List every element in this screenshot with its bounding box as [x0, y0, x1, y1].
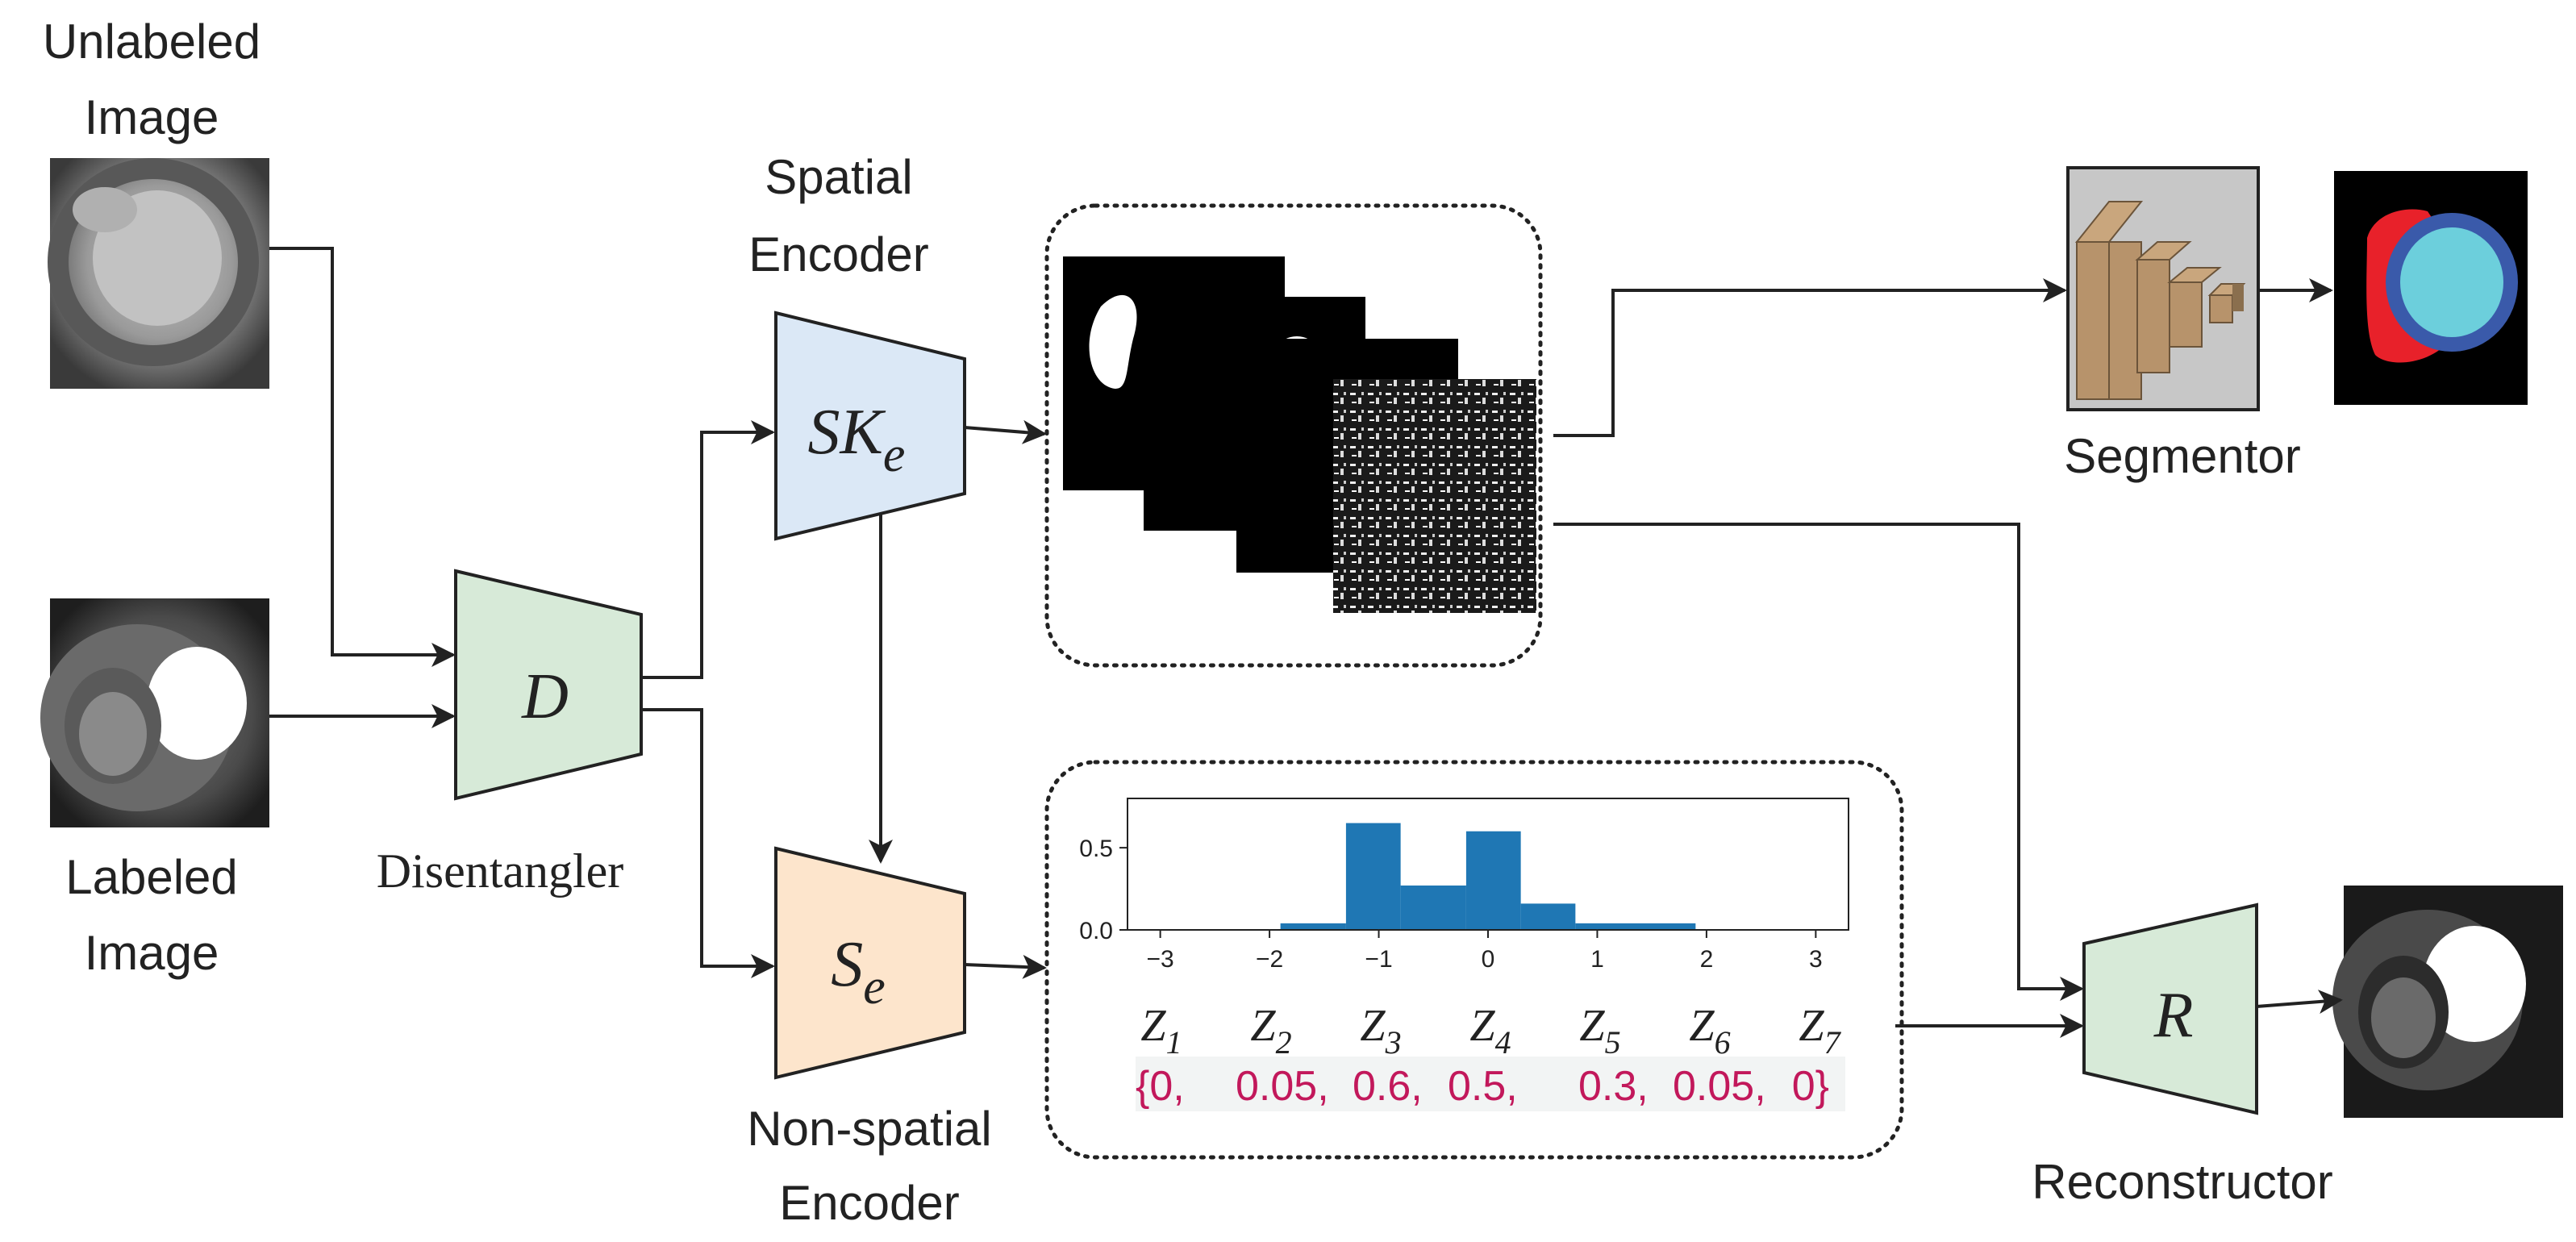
- segmentor-network-icon: [2074, 201, 2246, 400]
- histogram-xtick-label: 3: [1809, 946, 1823, 973]
- segmentation-output-image: [2334, 171, 2528, 405]
- z-label-4: Z4: [1469, 1001, 1511, 1061]
- histogram-xtick-label: 1: [1590, 946, 1604, 973]
- unlabeled-mri-image: [48, 158, 269, 389]
- z-value-7: 0}: [1792, 1063, 1829, 1110]
- histogram-xtick-label: −3: [1147, 946, 1174, 973]
- arrow-spatial-to-maps: [964, 419, 1047, 444]
- arrow-disentangler-to-nonspatial: [641, 708, 775, 978]
- z-label-3: Z3: [1360, 1001, 1401, 1061]
- arrow-unlabeled-to-disentangler: [269, 247, 456, 667]
- z-value-4: 0.5,: [1448, 1063, 1518, 1110]
- disentangler-symbol: D: [521, 661, 569, 732]
- z-label-7: Z7: [1799, 1001, 1841, 1061]
- z-values-highlight: [1136, 1057, 1845, 1111]
- spatial-map-stack: [1063, 256, 1536, 613]
- spatial-encoder-label-line2: Encoder: [748, 227, 928, 281]
- reconstructor-label: Reconstructor: [2032, 1155, 2332, 1209]
- histogram-xtick-label: 0: [1482, 946, 1495, 973]
- z-value-2: 0.05,: [1236, 1063, 1329, 1110]
- spatial-encoder-symbol: SKe: [808, 397, 906, 482]
- unlabeled-label-line2: Image: [85, 90, 219, 144]
- histogram-chart: −3 −2 −1 0 1 2 3 0.0 0.5: [1079, 798, 1849, 973]
- histogram-bar-5: [1520, 903, 1576, 930]
- z-label-5: Z5: [1579, 1001, 1620, 1061]
- z-value-3: 0.6,: [1353, 1063, 1423, 1110]
- z-label-1: Z1: [1140, 1001, 1182, 1061]
- spatial-factors-box: [1044, 203, 1543, 668]
- spatial-encoder-block: SKe: [774, 310, 966, 541]
- z-value-1: {0,: [1136, 1063, 1185, 1110]
- segmentor-block: [2066, 166, 2260, 411]
- histogram-ytick-label: 0.5: [1079, 836, 1113, 862]
- histogram-xtick-label: −2: [1256, 946, 1283, 973]
- nonspatial-encoder-label-line2: Encoder: [779, 1176, 959, 1230]
- histogram-xtick-label: −1: [1365, 946, 1392, 973]
- arrow-nonspatial-to-histogram: [964, 954, 1047, 979]
- labeled-image-group: Labeled Image: [40, 598, 269, 980]
- nonspatial-encoder-block: Se: [774, 846, 966, 1080]
- arrow-reconstructor-to-output: [2256, 990, 2343, 1015]
- arrow-maps-to-reconstructor: [1553, 523, 2084, 1001]
- nonspatial-encoder-symbol: Se: [831, 929, 886, 1015]
- labeled-label-line2: Image: [85, 926, 219, 980]
- reconstructor-block: R: [2082, 902, 2258, 1115]
- arrow-maps-to-segmentor: [1553, 278, 2067, 437]
- histogram-bar-4: [1465, 831, 1521, 930]
- labeled-label-line1: Labeled: [65, 850, 238, 904]
- z-label-2: Z2: [1250, 1001, 1291, 1061]
- unlabeled-image-group: Unlabeled Image: [43, 15, 269, 389]
- connector-arrows: [269, 247, 2343, 1038]
- disentangler-label: Disentangler: [377, 844, 624, 898]
- z-label-6: Z6: [1689, 1001, 1730, 1061]
- histogram-xtick-label: 2: [1700, 946, 1714, 973]
- disentangler-block: D: [454, 569, 643, 801]
- histogram-ytick-label: 0.0: [1079, 918, 1113, 944]
- segmentor-label: Segmentor: [2064, 429, 2301, 483]
- histogram-bar-6: [1575, 923, 1696, 930]
- histogram-bar-3: [1400, 885, 1466, 930]
- z-latent-row: Z1{0,Z20.05,Z30.6,Z40.5,Z50.3,Z60.05,Z70…: [1136, 1001, 1842, 1110]
- nonspatial-encoder-label-line1: Non-spatial: [747, 1102, 992, 1156]
- labeled-mri-image: [40, 598, 269, 827]
- histogram-bar-2: [1345, 823, 1401, 930]
- histogram-bar-1: [1280, 923, 1346, 930]
- reconstructed-image: [2332, 886, 2563, 1118]
- z-value-5: 0.3,: [1578, 1063, 1649, 1110]
- reconstructor-symbol: R: [2153, 980, 2194, 1051]
- z-value-6: 0.05,: [1673, 1063, 1766, 1110]
- spatial-encoder-label-line1: Spatial: [765, 150, 912, 204]
- unlabeled-label-line1: Unlabeled: [43, 15, 261, 69]
- arrow-disentangler-to-spatial: [641, 420, 775, 679]
